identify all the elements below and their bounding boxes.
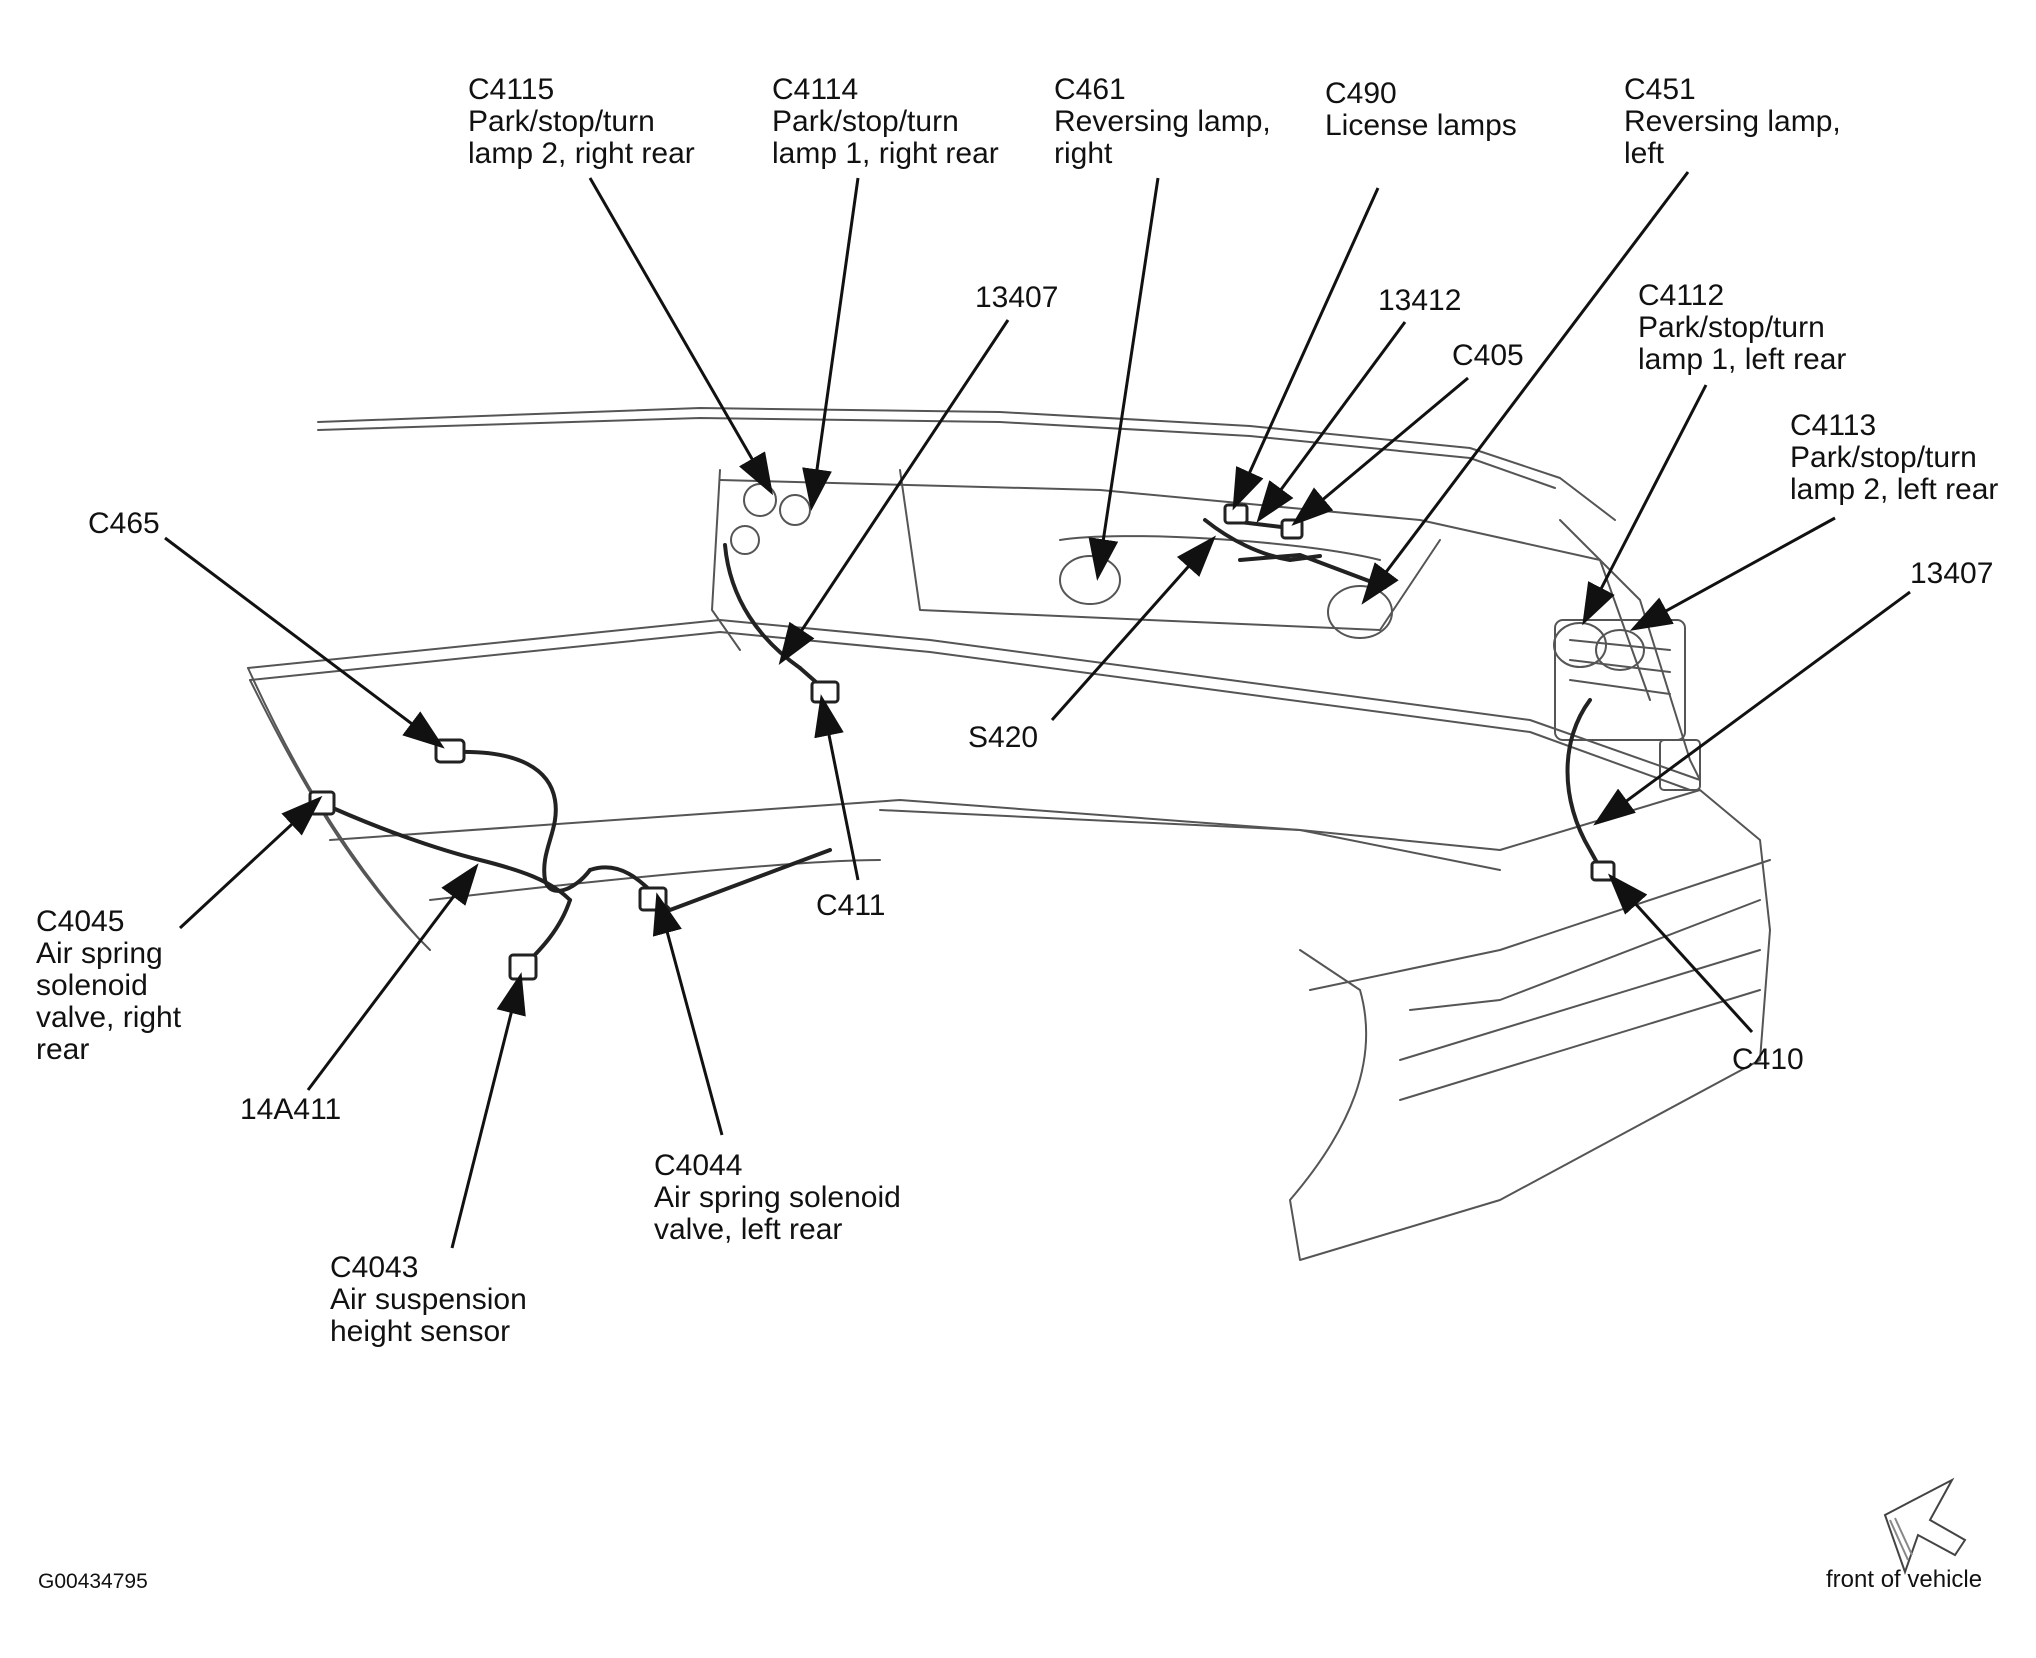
callout-14a411-line-1: 14A411 [240,1093,342,1126]
callout-c4113: C4113 Park/stop/turn lamp 2, left rear [1790,410,1998,506]
callout-c4114-line-3: lamp 1, right rear [772,137,999,170]
callout-c4043-line-2: Air suspension [330,1283,527,1316]
connector-c405-body [1280,518,1304,540]
callout-c4045-line-2: Air spring [36,937,163,970]
leader-c4113 [1629,516,1836,631]
callout-s420-line-1: S420 [968,721,1039,754]
leader-c451 [1361,171,1690,605]
callout-c4115: C4115 Park/stop/turn lamp 2, right rear [468,74,695,170]
leader-lines [164,171,1911,1249]
vehicle-body-outline [247,407,1771,1261]
callout-13407-left: 13407 [1910,558,1993,590]
callout-c4115-line-2: Park/stop/turn [468,105,655,138]
callout-c451-line-2: Reversing lamp, [1624,105,1841,138]
callout-c4045-line-4: valve, right [36,1001,182,1034]
callout-c4113-line-2: Park/stop/turn [1790,441,1977,474]
callout-c461-line-2: Reversing lamp, [1054,105,1271,138]
connector-c490-body [1223,503,1249,525]
orientation-label: front of vehicle [1826,1566,1983,1593]
callout-c4113-line-1: C4113 [1790,409,1877,442]
callout-c4112: C4112 Park/stop/turn lamp 1, left rear [1638,280,1846,376]
callout-c4044: C4044 Air spring solenoid valve, left re… [654,1150,901,1246]
leader-c4045 [178,795,323,930]
callout-c405-line-1: C405 [1452,339,1524,372]
callout-c451: C451 Reversing lamp, left [1624,74,1841,170]
connector-c411-body [810,680,840,704]
connector-blocks [308,503,1616,981]
callout-c4112-line-1: C4112 [1638,279,1725,312]
callout-c4043: C4043 Air suspension height sensor [330,1252,527,1348]
callout-13412-line-1: 13412 [1378,284,1462,317]
callout-13412: 13412 [1378,285,1461,317]
leader-c490 [1232,187,1380,511]
callout-c405: C405 [1452,340,1524,372]
callout-c410-line-1: C410 [1732,1043,1804,1076]
callout-c4043-line-1: C4043 [330,1251,419,1284]
callout-13407-left-line-1: 13407 [1910,557,1994,590]
callout-c4045-line-3: solenoid [36,969,148,1002]
callout-c4045-line-1: C4045 [36,905,125,938]
leader-13407b [1593,590,1911,826]
leader-13407a [778,319,1010,665]
callout-c4112-line-3: lamp 1, left rear [1638,343,1847,376]
leader-13412 [1256,321,1407,523]
callout-c451-line-3: left [1624,137,1665,170]
callout-c410: C410 [1732,1044,1804,1076]
callout-c4044-line-1: C4044 [654,1149,743,1182]
callout-c4114-line-1: C4114 [772,73,859,106]
callout-c4112-line-2: Park/stop/turn [1638,311,1825,344]
callout-c4115-line-1: C4115 [468,73,555,106]
connector-c4044-body [638,886,668,912]
callout-c4045-line-5: rear [36,1033,90,1066]
callout-c4044-line-3: valve, left rear [654,1213,843,1246]
callout-14a411: 14A411 [240,1094,341,1126]
leader-c411 [814,694,860,881]
callout-c490: C490 License lamps [1325,78,1517,142]
leader-c4114 [802,177,860,511]
leader-c465 [164,536,445,749]
leader-14a411 [306,863,479,1091]
connector-c410-body [1590,860,1616,882]
callout-c461: C461 Reversing lamp, right [1054,74,1271,170]
front-of-vehicle-arrow-icon [1883,1477,1967,1576]
callout-c4113-line-3: lamp 2, left rear [1790,473,1999,506]
figure-id: G00434795 [38,1570,148,1593]
leader-c405 [1291,376,1469,526]
leader-c4112 [1582,384,1708,626]
callout-c411-line-1: C411 [816,889,886,922]
callout-c490-line-2: License lamps [1325,109,1517,142]
callout-13407-right: 13407 [975,282,1058,314]
leader-c4043 [450,972,526,1249]
callout-c4114-line-2: Park/stop/turn [772,105,959,138]
leader-c461 [1088,177,1160,581]
callout-c451-line-1: C451 [1624,73,1696,106]
callout-s420: S420 [968,722,1038,754]
callout-c490-line-1: C490 [1325,77,1397,110]
callout-c4115-line-3: lamp 2, right rear [468,137,695,170]
leader-c4115 [588,177,773,496]
leader-c4044 [652,892,724,1136]
callout-c4114: C4114 Park/stop/turn lamp 1, right rear [772,74,999,170]
callout-c461-line-1: C461 [1054,73,1126,106]
callout-c4043-line-3: height sensor [330,1315,511,1348]
callout-c411: C411 [816,890,886,922]
callout-c465-line-1: C465 [88,507,160,540]
callout-c461-line-3: right [1054,137,1113,170]
wiring-harness [313,518,1602,967]
callout-c4044-line-2: Air spring solenoid [654,1181,901,1214]
callout-c4045: C4045 Air spring solenoid valve, right r… [36,906,181,1066]
callout-c465: C465 [88,508,160,540]
connector-c4043-body [508,953,538,981]
leader-s420 [1050,535,1216,721]
callout-13407-right-line-1: 13407 [975,281,1059,314]
leader-c410 [1607,873,1754,1034]
